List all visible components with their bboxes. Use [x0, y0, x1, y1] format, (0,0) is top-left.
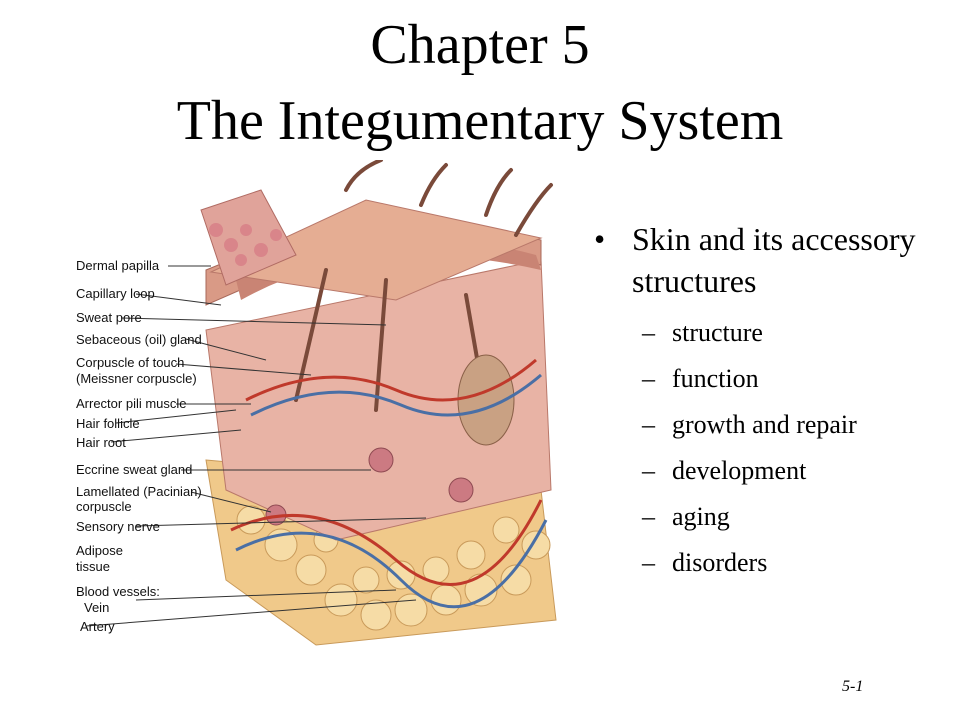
sub-bullet-item: –structure — [590, 310, 950, 356]
bullet-main-text: Skin and its accessory structures — [632, 221, 916, 299]
sub-bullet-item: –function — [590, 356, 950, 402]
bullet-dot-icon: • — [594, 221, 606, 257]
label-corpuscle-of-touch: Corpuscle of touch — [76, 355, 185, 370]
dash-icon: – — [642, 410, 655, 439]
slide-number: 5-1 — [842, 678, 864, 695]
sub-bullet-text: growth and repair — [672, 410, 857, 439]
skin-cross-section-illustration — [85, 158, 557, 646]
dash-icon: – — [642, 456, 655, 485]
label-lamellated-corpuscle: Lamellated (Pacinian) — [76, 484, 202, 499]
sub-bullet-item: –aging — [590, 494, 950, 540]
slide-title-line2: The Integumentary System — [176, 90, 784, 152]
label-sebaceous-gland: Sebaceous (oil) gland — [76, 332, 202, 347]
skin-diagram: Dermal papilla Capillary loop Sweat pore… — [36, 158, 576, 650]
label-meissner-corpuscle: (Meissner corpuscle) — [76, 371, 197, 386]
label-hair-root: Hair root — [76, 435, 126, 450]
label-hair-follicle: Hair follicle — [76, 416, 140, 431]
sub-bullet-item: –growth and repair — [590, 402, 950, 448]
sub-bullet-list: –structure –function –growth and repair … — [590, 310, 950, 586]
sub-bullet-text: development — [672, 456, 807, 485]
label-blood-vessels: Blood vessels: — [76, 584, 160, 599]
label-lamellated-corpuscle-2: corpuscle — [76, 499, 132, 514]
sub-bullet-text: disorders — [672, 548, 768, 577]
dash-icon: – — [642, 502, 655, 531]
sub-bullet-text: structure — [672, 318, 763, 347]
label-artery: Artery — [80, 619, 115, 634]
label-vein: Vein — [84, 600, 110, 615]
label-dermal-papilla: Dermal papilla — [76, 258, 160, 273]
dash-icon: – — [642, 364, 655, 393]
label-sweat-pore: Sweat pore — [76, 310, 142, 325]
dash-icon: – — [642, 318, 655, 347]
slide-title-line1: Chapter 5 — [370, 14, 590, 76]
label-adipose-tissue: tissue — [76, 559, 110, 574]
label-eccrine-gland: Eccrine sweat gland — [76, 462, 193, 477]
label-adipose: Adipose — [76, 543, 123, 558]
sub-bullet-text: function — [672, 364, 759, 393]
label-capillary-loop: Capillary loop — [76, 286, 155, 301]
bullet-list: • Skin and its accessory structures –str… — [590, 218, 950, 586]
label-sensory-nerve: Sensory nerve — [76, 519, 160, 534]
bullet-item-main: • Skin and its accessory structures — [590, 218, 950, 302]
sub-bullet-item: –disorders — [590, 540, 950, 586]
dash-icon: – — [642, 548, 655, 577]
sub-bullet-item: –development — [590, 448, 950, 494]
sub-bullet-text: aging — [672, 502, 730, 531]
label-arrector-pili: Arrector pili muscle — [76, 396, 187, 411]
